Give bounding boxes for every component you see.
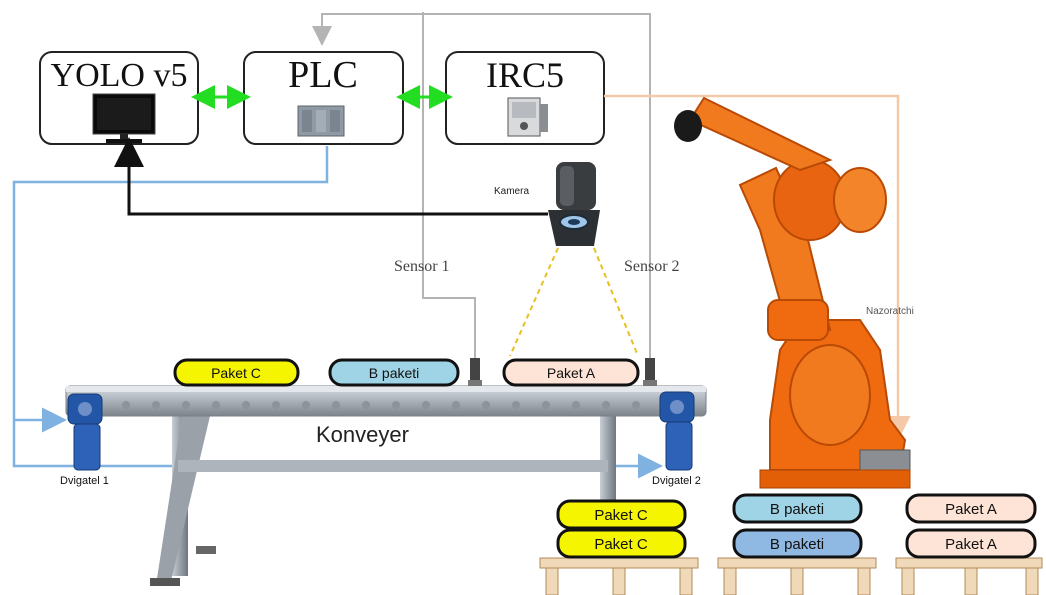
pallet-c bbox=[539, 557, 699, 595]
sensor1-label: Sensor 1 bbox=[394, 258, 450, 275]
irc5-block: IRC5 bbox=[445, 51, 605, 145]
stack-b-bottom: B paketi bbox=[732, 528, 863, 559]
pallet-a bbox=[895, 557, 1043, 595]
sensor-wiring bbox=[312, 12, 651, 362]
stack-b-top: B paketi bbox=[732, 493, 863, 524]
controller-label: Nazoratchi bbox=[866, 306, 914, 317]
motor2-icon bbox=[659, 391, 695, 471]
conveyor-package-b: B paketi bbox=[328, 358, 460, 387]
svg-text:Paket A: Paket A bbox=[547, 365, 596, 381]
stack-a-top: Paket A bbox=[905, 493, 1037, 524]
motor-icon bbox=[67, 393, 103, 471]
conveyor-package-a: Paket A bbox=[502, 358, 640, 387]
conveyor-rollers bbox=[92, 401, 670, 409]
sensor2-label: Sensor 2 bbox=[624, 258, 680, 275]
svg-text:B paketi: B paketi bbox=[770, 536, 824, 553]
stack-c-bottom: Paket C bbox=[556, 528, 687, 559]
pallet-b bbox=[717, 557, 877, 595]
svg-text:Paket A: Paket A bbox=[945, 501, 997, 518]
sensor2-device bbox=[643, 358, 657, 386]
camera-label: Kamera bbox=[494, 186, 529, 197]
sensor1-device bbox=[468, 358, 482, 386]
irc5-controller-icon bbox=[507, 97, 548, 137]
yolo-block: YOLO v5 bbox=[39, 51, 199, 145]
motor1-label: Dvigatel 1 bbox=[60, 475, 109, 487]
svg-text:B paketi: B paketi bbox=[770, 501, 824, 518]
conveyor: Konveyer bbox=[65, 385, 707, 586]
sensor1-wire bbox=[422, 12, 476, 362]
camera-icon bbox=[548, 162, 600, 246]
monitor-icon bbox=[92, 93, 156, 143]
svg-text:B paketi: B paketi bbox=[369, 365, 420, 381]
svg-text:Paket C: Paket C bbox=[211, 365, 261, 381]
irc5-title: IRC5 bbox=[486, 55, 564, 95]
stack-a-bottom: Paket A bbox=[905, 528, 1037, 559]
svg-text:Paket C: Paket C bbox=[594, 536, 648, 553]
stack-c-top: Paket C bbox=[556, 499, 687, 530]
robot-arm-icon bbox=[674, 96, 911, 489]
motor2-label: Dvigatel 2 bbox=[652, 475, 701, 487]
svg-text:Paket A: Paket A bbox=[945, 536, 997, 553]
camera-to-yolo-line bbox=[114, 137, 548, 216]
yolo-title: YOLO v5 bbox=[51, 57, 188, 94]
plc-title: PLC bbox=[288, 54, 358, 96]
plc-block: PLC bbox=[243, 51, 404, 145]
plc-icon bbox=[297, 105, 345, 137]
sensor2-wire bbox=[312, 13, 651, 362]
camera-fov bbox=[509, 247, 639, 357]
svg-text:Paket C: Paket C bbox=[594, 507, 648, 524]
conveyor-package-c: Paket C bbox=[173, 358, 300, 387]
irc5-robot-link bbox=[604, 94, 911, 441]
conveyor-label: Konveyer bbox=[316, 422, 409, 447]
